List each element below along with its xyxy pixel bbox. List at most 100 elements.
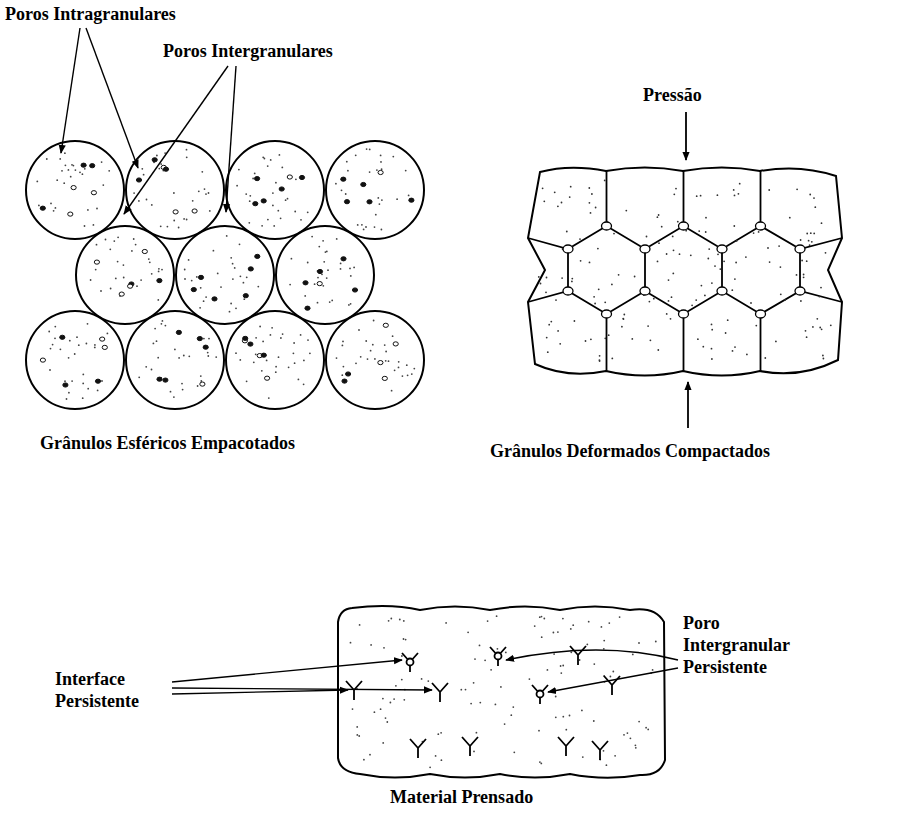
stipple-dot bbox=[365, 226, 367, 228]
stipple-dot bbox=[553, 632, 555, 634]
stipple-dot bbox=[588, 187, 590, 189]
intragranular-pore bbox=[243, 336, 248, 340]
stipple-dot bbox=[470, 703, 472, 705]
stipple-dot bbox=[271, 327, 273, 329]
intragranular-pore bbox=[287, 175, 292, 179]
stipple-dot bbox=[739, 183, 741, 185]
stipple-dot bbox=[298, 379, 300, 381]
stipple-dot bbox=[294, 362, 296, 364]
persistent-pore bbox=[407, 659, 414, 666]
stipple-dot bbox=[569, 715, 571, 717]
stipple-dot bbox=[581, 710, 583, 712]
stipple-dot bbox=[500, 686, 502, 688]
stipple-dot bbox=[381, 168, 383, 170]
stipple-dot bbox=[160, 163, 162, 165]
stipple-dot bbox=[236, 185, 238, 187]
stipple-dot bbox=[738, 193, 740, 195]
stipple-dot bbox=[220, 286, 222, 288]
intergranular-pore bbox=[679, 222, 689, 230]
stipple-dot bbox=[110, 288, 112, 290]
stipple-dot bbox=[534, 625, 536, 627]
intragranular-pore bbox=[279, 187, 284, 191]
stipple-dot bbox=[579, 238, 581, 240]
stipple-dot bbox=[580, 260, 582, 262]
stipple-dot bbox=[612, 671, 614, 673]
stipple-dot bbox=[608, 334, 610, 336]
stipple-dot bbox=[76, 336, 78, 338]
intergranular-pores bbox=[563, 222, 805, 318]
stipple-dot bbox=[340, 268, 342, 270]
stipple-dot bbox=[347, 170, 349, 172]
stipple-dot bbox=[207, 352, 209, 354]
intragranular-pore bbox=[341, 177, 346, 181]
stipple-dot bbox=[350, 642, 352, 644]
stipple-dot bbox=[36, 181, 38, 183]
persistent-interface bbox=[432, 683, 448, 702]
stipple-dot bbox=[280, 217, 282, 219]
stipple-dot bbox=[562, 618, 564, 620]
stipple-dot bbox=[248, 222, 250, 224]
stipple-dot bbox=[560, 665, 562, 667]
stipple-dot bbox=[186, 219, 188, 221]
stipple-dot bbox=[570, 628, 572, 630]
stipple-dot bbox=[657, 349, 659, 351]
label: Poros Intragranulares bbox=[5, 3, 176, 25]
stipple-dot bbox=[768, 189, 770, 191]
stipple-dot bbox=[543, 200, 545, 202]
stipple-dot bbox=[717, 194, 719, 196]
stipple-dot bbox=[623, 314, 625, 316]
stipple-dot bbox=[668, 300, 670, 302]
stipple-dot bbox=[611, 284, 613, 286]
stipple-dot bbox=[184, 269, 186, 271]
stipple-dot bbox=[411, 373, 413, 375]
stipple-dot bbox=[427, 680, 429, 682]
intragranular-pore bbox=[119, 292, 124, 296]
stipple-dot bbox=[289, 284, 291, 286]
stipple-dot bbox=[540, 283, 542, 285]
stipple-dot bbox=[733, 225, 735, 227]
stipple-dot bbox=[358, 735, 360, 737]
intragranular-pore bbox=[253, 202, 258, 206]
stipple-dot bbox=[367, 358, 369, 360]
stipple-dot bbox=[780, 293, 782, 295]
stipple-dot bbox=[326, 277, 328, 279]
stipple-dot bbox=[603, 750, 605, 752]
stipple-dot bbox=[357, 224, 359, 226]
stipple-dot bbox=[392, 156, 394, 158]
stipple-dot bbox=[317, 302, 319, 304]
stipple-dot bbox=[465, 689, 467, 691]
stipple-dot bbox=[487, 620, 489, 622]
intergranular-pore bbox=[795, 245, 805, 253]
stipple-dot bbox=[255, 353, 257, 355]
stipple-dot bbox=[84, 168, 86, 170]
stipple-dot bbox=[232, 278, 234, 280]
granule-outline bbox=[528, 168, 842, 376]
stipple-dot bbox=[348, 304, 350, 306]
stipple-dot bbox=[151, 273, 153, 275]
stipple-dot bbox=[215, 356, 217, 358]
stipple-dot bbox=[586, 644, 588, 646]
deformed-granules bbox=[528, 168, 842, 376]
stipple-dot bbox=[593, 663, 595, 665]
intragranular-pore bbox=[393, 342, 398, 346]
stipple-dot bbox=[201, 171, 203, 173]
stipple-dot bbox=[157, 299, 159, 301]
stipple-dot bbox=[253, 361, 255, 363]
stipple-dot bbox=[281, 167, 283, 169]
granule-boundaries bbox=[528, 171, 842, 371]
stipple-dot bbox=[374, 226, 376, 228]
intragranular-pore bbox=[142, 249, 147, 253]
stipple-dot bbox=[658, 242, 660, 244]
stipple-dot bbox=[604, 180, 606, 182]
stipple-dot bbox=[109, 248, 111, 250]
stipple-dot bbox=[550, 321, 552, 323]
stipple-dot bbox=[801, 260, 803, 262]
intragranular-pore bbox=[40, 206, 45, 210]
intergranular-pore bbox=[756, 222, 766, 230]
stipple-dot bbox=[243, 298, 245, 300]
stipple-dot bbox=[64, 152, 66, 154]
stipple-dot bbox=[158, 268, 160, 270]
stipple-dot bbox=[141, 168, 143, 170]
stipple-dot bbox=[734, 278, 736, 280]
stipple-dot bbox=[529, 678, 531, 680]
